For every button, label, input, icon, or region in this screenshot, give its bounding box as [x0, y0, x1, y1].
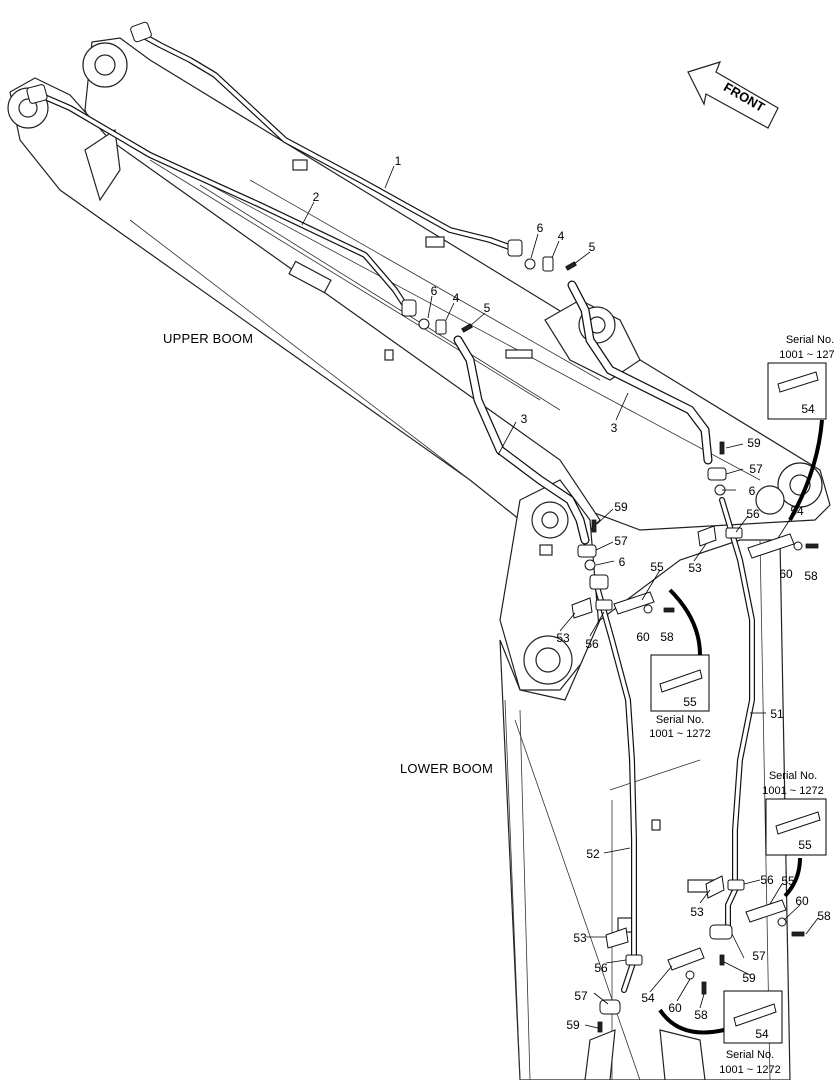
callout-53: 53 [556, 631, 570, 645]
leader-lines [301, 165, 819, 1029]
callout-6: 6 [749, 484, 756, 498]
front-arrow: FRONT [687, 61, 779, 129]
serial-box-mid-left: 55 Serial No. 1001 ~ 1272 [649, 588, 711, 740]
callout-56: 56 [746, 507, 760, 521]
fittings-upper-right [524, 256, 577, 272]
hose-3-left [453, 335, 590, 545]
callout-53: 53 [688, 561, 702, 575]
callout-5: 5 [484, 301, 491, 315]
callout-4: 4 [558, 229, 565, 243]
serial-box-title: Serial No. [786, 334, 834, 346]
serial-box-title: Serial No. [726, 1049, 774, 1061]
fittings-upper-left [418, 318, 473, 335]
callout-51: 51 [770, 707, 784, 721]
callout-58: 58 [660, 630, 674, 644]
callout-60: 60 [668, 1001, 682, 1015]
pipe-51 [719, 497, 755, 933]
serial-box-mid-right: Serial No. 1001 ~ 1272 55 [762, 770, 827, 898]
pipe-1 [130, 21, 523, 257]
serial-box-title: Serial No. [656, 714, 704, 726]
callout-58: 58 [817, 909, 831, 923]
serial-box-part: 55 [798, 838, 812, 852]
callout-60: 60 [636, 630, 650, 644]
callout-59: 59 [742, 971, 756, 985]
callout-59: 59 [614, 500, 628, 514]
callout-52: 52 [586, 847, 600, 861]
serial-box-part: 54 [755, 1027, 769, 1041]
callout-60: 60 [779, 567, 793, 581]
serial-box-range: 1001 ~ 1272 [719, 1064, 780, 1076]
callout-58: 58 [694, 1008, 708, 1022]
callout-53: 53 [573, 931, 587, 945]
callout-60: 60 [795, 894, 809, 908]
part-callouts: 1 2 3 3 4 4 5 5 6 6 6 6 51 52 53 53 53 5… [313, 154, 831, 1032]
callout-55: 55 [781, 874, 795, 888]
callout-1: 1 [395, 154, 402, 168]
callout-58: 58 [804, 569, 818, 583]
callout-59: 59 [747, 436, 761, 450]
serial-box-part: 54 [801, 402, 815, 416]
serial-box-top-right: Serial No. 1001 ~ 1272 54 [767, 334, 835, 521]
serial-box-title: Serial No. [769, 770, 817, 782]
serial-box-part: 55 [683, 695, 697, 709]
callout-3: 3 [521, 412, 528, 426]
upper-boom-label: UPPER BOOM [163, 331, 253, 346]
clamps [571, 441, 819, 1033]
pipe-2 [26, 84, 417, 317]
lower-boom-label: LOWER BOOM [400, 761, 493, 776]
callout-6: 6 [537, 221, 544, 235]
callout-56: 56 [585, 637, 599, 651]
callout-54: 54 [790, 504, 804, 518]
callout-3: 3 [611, 421, 618, 435]
serial-box-range: 1001 ~ 1272 [649, 728, 710, 740]
hose-3-right [567, 280, 713, 465]
callout-57: 57 [614, 534, 628, 548]
callout-57: 57 [749, 462, 763, 476]
callout-54: 54 [641, 991, 655, 1005]
callout-6: 6 [431, 284, 438, 298]
callout-59: 59 [566, 1018, 580, 1032]
callout-2: 2 [313, 190, 320, 204]
callout-56: 56 [760, 873, 774, 887]
callout-5: 5 [589, 240, 596, 254]
boom-structure [7, 37, 831, 1080]
callout-55: 55 [650, 560, 664, 574]
callout-53: 53 [690, 905, 704, 919]
serial-box-bottom-right: 54 Serial No. 1001 ~ 1272 [658, 990, 783, 1076]
callout-57: 57 [574, 989, 588, 1003]
callout-56: 56 [594, 961, 608, 975]
callout-57: 57 [752, 949, 766, 963]
callout-4: 4 [453, 291, 460, 305]
callout-6: 6 [619, 555, 626, 569]
serial-box-range: 1001 ~ 1272 [762, 785, 823, 797]
serial-box-range: 1001 ~ 1272 [779, 349, 835, 361]
